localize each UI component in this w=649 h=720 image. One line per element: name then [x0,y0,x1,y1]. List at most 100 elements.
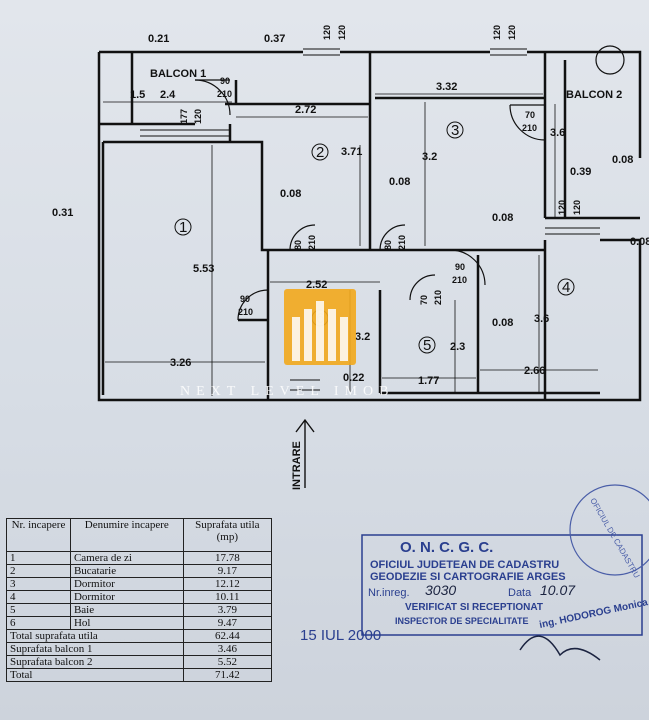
watermark-logo [284,289,356,365]
row-nr: 3 [6,577,71,591]
stamp-data-value: 10.07 [540,582,576,598]
dim-label: 120 [322,25,332,40]
header-name: Denumire incapere [69,518,184,552]
room-number-1: 1 [179,219,187,236]
dim-label: 1.77 [418,375,439,387]
windows [140,48,600,391]
dim-label: 210 [433,290,443,305]
total-value: 71.42 [182,668,273,682]
room-number-2: 2 [316,144,324,161]
dim-label: 0.08 [389,176,410,188]
dim-label: 3.32 [436,81,457,93]
table-header-row: Nr. incapere Denumire incapere Suprafata… [6,518,273,552]
dim-label: 210 [397,235,407,250]
dim-label: 0.08 [630,236,649,248]
row-area: 12.12 [182,577,273,591]
stamp-title: O. N. C. G. C. [400,539,493,556]
room-number-5: 5 [423,337,431,354]
dim-label: 120 [193,109,203,124]
dim-label: 5.53 [193,263,214,275]
dim-label: 3.6 [534,313,549,325]
watermark-text: NEXT LEVEL IMOB [180,384,395,399]
dim-label: 2.72 [295,104,316,116]
entrance-arrow-icon [295,418,315,488]
walls [97,50,642,402]
stamp-data-label: Data [508,587,532,599]
row-name: Bucatarie [69,564,184,578]
dim-label: 70 [525,110,535,120]
dim-label: 210 [522,123,537,133]
dim-label: 3.71 [341,146,362,158]
cadastre-stamp: O. N. C. G. C. OFICIUL JUDETEAN DE CADAS… [300,484,649,661]
header-nr: Nr. incapere [6,518,71,552]
stamp-line-1: OFICIUL JUDETEAN DE CADASTRU [370,559,559,571]
header-area: Suprafata utila (mp) [182,518,273,552]
dim-label: 0.37 [264,33,285,45]
round-stamp-text: OFICIUL DE CADASTRU [588,497,641,580]
dim-label: 177 [179,109,189,124]
dim-label: 210 [217,89,232,99]
total-label: Suprafata balcon 2 [6,655,184,669]
entrance-marker: INTRARE [291,418,315,490]
dim-label: 0.08 [612,154,633,166]
row-area: 9.17 [182,564,273,578]
dim-label: 120 [572,200,582,215]
dim-label: 2.3 [450,341,465,353]
row-nr: 4 [6,590,71,604]
row-name: Camera de zi [69,551,184,565]
dim-label: 120 [507,25,517,40]
dim-label: 120 [492,25,502,40]
row-nr: 5 [6,603,71,617]
signature-name: ing. HODOROG Monica [538,597,649,631]
dim-label: 3.6 [550,127,565,139]
row-name: Hol [69,616,184,630]
row-area: 3.79 [182,603,273,617]
dim-label: 90 [240,294,250,304]
balcony-2-label: BALCON 2 [566,89,622,101]
dim-label: 80 [293,240,303,250]
dim-label: 0.22 [343,372,364,384]
balcony-1-label: BALCON 1 [150,68,206,80]
total-value: 3.46 [182,642,273,656]
dim-label: 210 [452,275,467,285]
dim-label: 0.21 [148,33,169,45]
stamp-inspector: INSPECTOR DE SPECIALITATE [395,616,529,626]
stamp-verified: VERIFICAT SI RECEPTIONAT [405,602,543,613]
dim-label: 0.31 [52,207,73,219]
total-label: Total suprafata utila [6,629,184,643]
row-name: Dormitor [69,577,184,591]
surface-table: Nr. incapere Denumire incapere Suprafata… [6,518,273,682]
dimension-lines [103,93,598,396]
row-name: Dormitor [69,590,184,604]
total-value: 62.44 [182,629,273,643]
dim-label: 90 [220,76,230,86]
stamp-line-2: GEODEZIE SI CARTOGRAFIE ARGES [370,571,566,583]
dim-label: 0.08 [492,212,513,224]
dim-label: 0.08 [492,317,513,329]
dim-label: 210 [307,235,317,250]
date-stamp: 15 IUL 2000 [300,627,381,644]
total-value: 5.52 [182,655,273,669]
dim-label: 210 [238,307,253,317]
dim-label: 2.66 [524,365,545,377]
room-number-3: 3 [451,122,459,139]
row-area: 17.78 [182,551,273,565]
row-name: Baie [69,603,184,617]
row-nr: 6 [6,616,71,630]
row-nr: 1 [6,551,71,565]
dim-label: 2.4 [160,89,176,101]
dimension-labels: 0.21 0.37 120 120 120 120 1.5 2.4 90 210… [52,25,649,387]
dim-label: 0.08 [280,188,301,200]
room-numbers: 1 2 3 4 5 6 [174,121,575,354]
dim-label: 2.52 [306,279,327,291]
round-stamp [569,484,649,576]
